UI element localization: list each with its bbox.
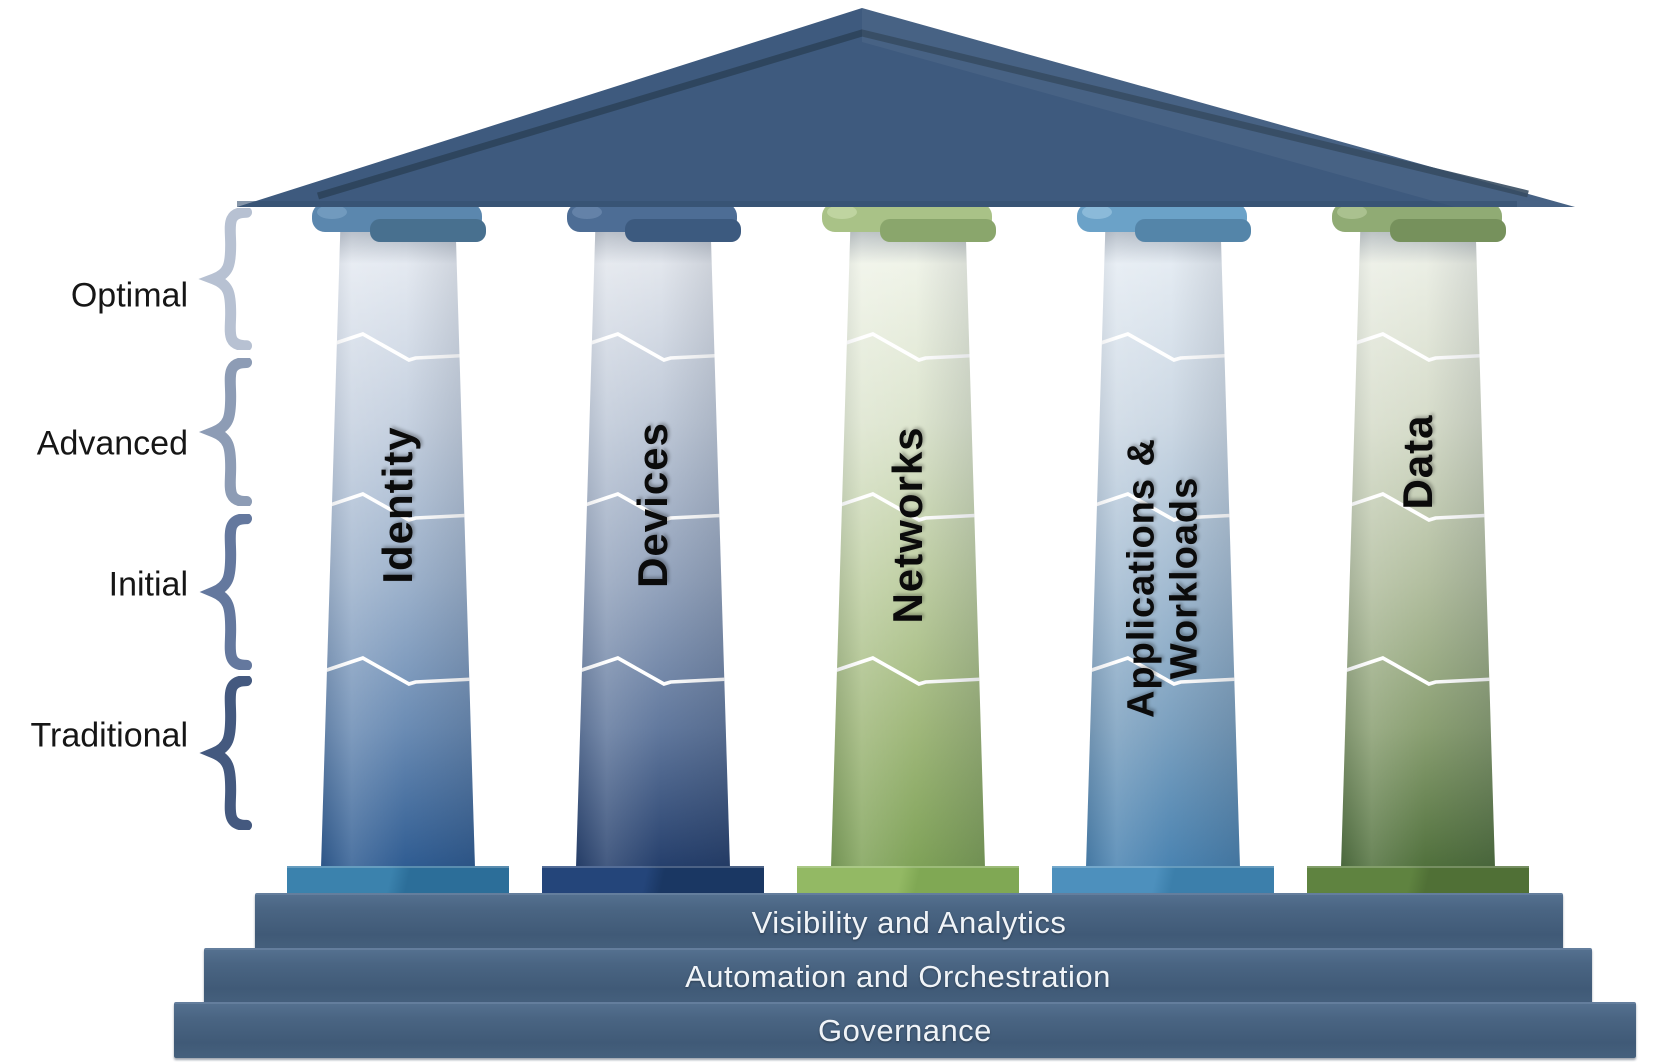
applications-pillar-cap (1077, 203, 1251, 242)
foundation-label-visibility: Visibility and Analytics (751, 904, 1067, 940)
maturity-label-advanced: Advanced (36, 424, 188, 463)
crack-line (1086, 332, 1240, 362)
data-pillar-label: Data (1394, 414, 1441, 510)
maturity-label-optimal: Optimal (70, 276, 188, 315)
foundation-step-visibility: Visibility and Analytics (255, 893, 1563, 950)
networks-pillar-cap (822, 203, 996, 242)
data-pillar-cap (1332, 203, 1506, 242)
initial-brace (198, 514, 254, 670)
foundation-step-automation: Automation and Orchestration (204, 948, 1592, 1004)
identity-pillar-base (287, 866, 509, 898)
devices-pillar-column (576, 232, 730, 868)
foundation-step-governance: Governance (174, 1002, 1636, 1058)
foundation-label-governance: Governance (818, 1013, 992, 1048)
identity-pillar-label: Identity (374, 426, 421, 584)
identity-pillar-cap (312, 203, 486, 242)
identity-pillar-column (321, 232, 475, 868)
crack-line (831, 656, 985, 686)
traditional-brace (198, 676, 254, 830)
devices-pillar-cap (567, 203, 741, 242)
data-pillar-base (1307, 866, 1529, 898)
advanced-brace (198, 358, 254, 506)
crack-line (321, 332, 475, 362)
maturity-label-traditional: Traditional (30, 716, 188, 755)
data-pillar-column (1341, 232, 1495, 868)
crack-line (321, 656, 475, 686)
crack-line (1341, 332, 1495, 362)
maturity-label-initial: Initial (108, 565, 188, 604)
applications-pillar-label-line1: Applications & (1120, 437, 1163, 719)
crack-line (831, 332, 985, 362)
crack-line (576, 656, 730, 686)
networks-pillar-column (831, 232, 985, 868)
applications-pillar-label: Applications & Workloads (1120, 438, 1205, 718)
crack-line (576, 332, 730, 362)
optimal-brace (198, 208, 254, 350)
foundation-label-automation: Automation and Orchestration (685, 959, 1111, 994)
networks-pillar-base (797, 866, 1019, 898)
devices-pillar-base (542, 866, 764, 898)
applications-pillar-column (1086, 232, 1240, 868)
crack-line (1341, 656, 1495, 686)
applications-pillar-base (1052, 866, 1274, 898)
networks-pillar-label: Networks (884, 426, 931, 624)
devices-pillar-label: Devices (629, 422, 676, 588)
applications-pillar-label-line2: Workloads (1163, 476, 1205, 680)
temple-roof (237, 8, 1575, 207)
